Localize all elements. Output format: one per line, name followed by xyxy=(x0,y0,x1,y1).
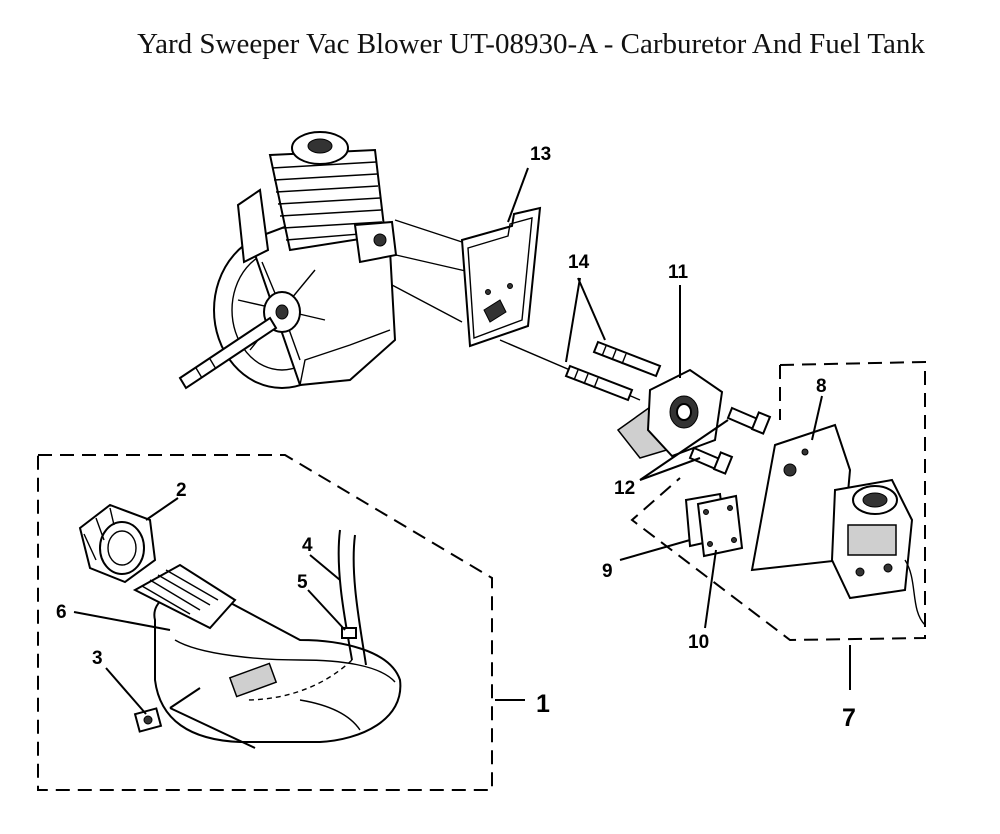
callout-3: 3 xyxy=(92,648,103,669)
callout-13: 13 xyxy=(530,144,551,165)
engine-block xyxy=(178,131,398,390)
insulator-block xyxy=(616,368,724,459)
fuel-cap xyxy=(78,503,157,584)
carburetor-gaskets xyxy=(684,492,744,558)
callout-7: 7 xyxy=(842,704,856,732)
fuel-tank-kit-boundary xyxy=(37,454,493,791)
mounting-screws xyxy=(564,340,662,402)
page-title: Yard Sweeper Vac Blower UT-08930-A - Car… xyxy=(137,28,925,60)
carburetor-bolts xyxy=(688,406,772,475)
callout-10: 10 xyxy=(688,632,709,653)
callout-6: 6 xyxy=(56,602,67,623)
callout-9: 9 xyxy=(602,561,613,582)
callout-8: 8 xyxy=(816,376,827,397)
callout-4: 4 xyxy=(302,535,313,556)
callout-5: 5 xyxy=(297,572,308,593)
carburetor-kit-boundary xyxy=(630,360,926,642)
callout-12: 12 xyxy=(614,478,635,499)
carburetor xyxy=(830,478,926,626)
callout-11: 11 xyxy=(668,262,689,283)
callout-1: 1 xyxy=(536,690,550,718)
fuel-tank xyxy=(132,529,402,743)
callout-14: 14 xyxy=(568,252,590,273)
intake-gasket xyxy=(460,206,542,348)
callout-leader-lines xyxy=(73,167,851,749)
callout-2: 2 xyxy=(176,480,187,501)
